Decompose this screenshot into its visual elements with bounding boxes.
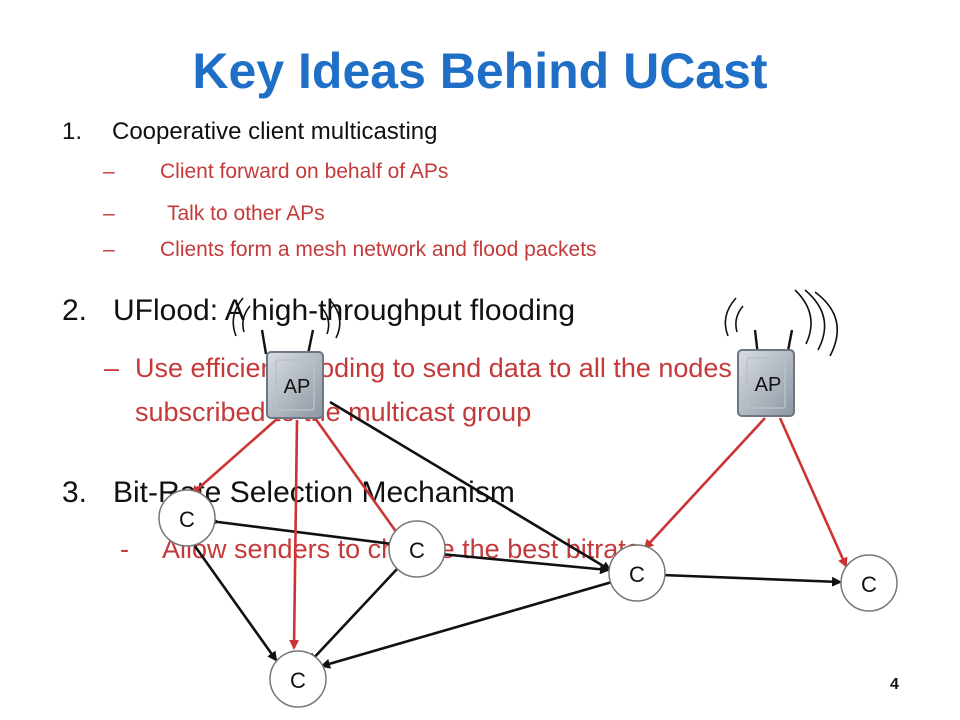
item2-number: 2. [62, 294, 88, 327]
client-node-3: C [608, 544, 666, 602]
signal-arcs-ap1 [232, 297, 341, 339]
item1-number: 1. [62, 118, 83, 145]
client-node-5: C [269, 650, 327, 708]
item1-bullet1-dash: – [103, 160, 115, 183]
client-label-5: C [290, 668, 306, 693]
item2-sub-line2: subscribed to the multicast group [135, 397, 532, 427]
item1-bullet3-text: Clients form a mesh network and flood pa… [160, 238, 597, 261]
ap-node-2: AP [737, 349, 795, 417]
client-node-2: C [388, 520, 446, 578]
red-links [190, 417, 848, 650]
item2-text: UFlood: A high-throughput flooding [113, 294, 575, 327]
client-node-4: C [840, 554, 898, 612]
item1-text: Cooperative client multicasting [112, 118, 438, 145]
item1-bullet1-text: Client forward on behalf of APs [160, 160, 449, 183]
item2-sub-dash: – [104, 353, 120, 383]
page-number: 4 [890, 676, 899, 693]
ap-label-1: AP [284, 376, 311, 398]
black-links [183, 400, 842, 669]
client-label-2: C [409, 538, 425, 563]
ap1-antennas [260, 329, 315, 355]
ap-node-1: AP [266, 351, 324, 419]
ap-label-2: AP [755, 374, 782, 396]
item3-sub-dash: - [120, 534, 129, 564]
item2-sub-line1: Use efficient flooding to send data to a… [135, 353, 732, 383]
client-label-1: C [179, 507, 195, 532]
client-label-3: C [629, 562, 645, 587]
item1-bullet3-dash: – [103, 238, 115, 261]
slide-title: Key Ideas Behind UCast [192, 43, 768, 99]
client-node-1: C [158, 489, 216, 547]
signal-arcs-ap2 [724, 289, 839, 357]
item1-bullet2-dash: – [103, 202, 115, 225]
client-label-4: C [861, 572, 877, 597]
item3-number: 3. [62, 476, 88, 509]
item1-bullet2-text: Talk to other APs [167, 202, 325, 225]
